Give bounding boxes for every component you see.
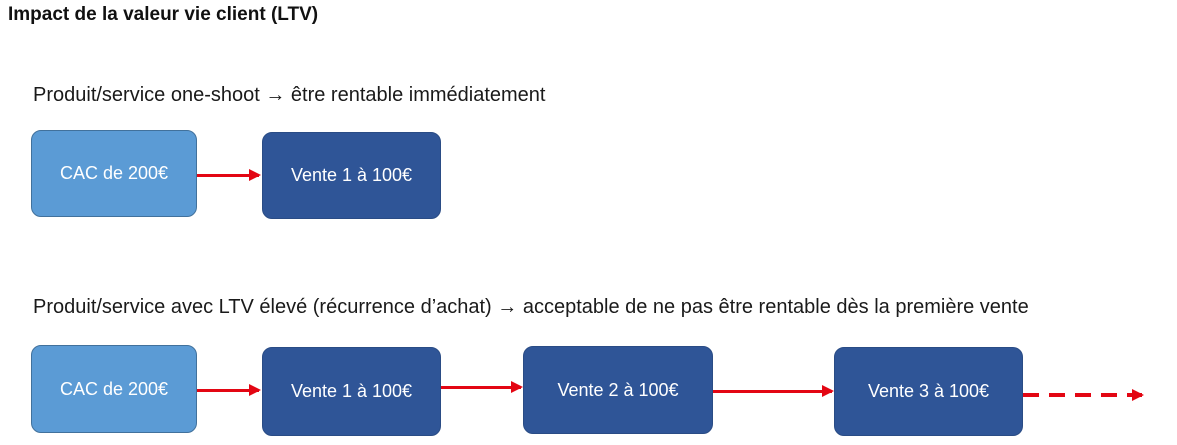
sale-1-box-ltv: Vente 1 à 100€ [262, 347, 441, 436]
dashed-arrow-continuation-icon [1023, 388, 1144, 401]
cac-box-one-shot: CAC de 200€ [31, 130, 197, 217]
arrow-right-icon [197, 384, 261, 396]
arrow-right-icon [197, 169, 261, 181]
arrow-right-icon [713, 385, 834, 397]
cac-box-ltv: CAC de 200€ [31, 345, 197, 433]
sale-label: Vente 1 à 100€ [290, 381, 413, 401]
sale-label: Vente 2 à 100€ [557, 379, 679, 400]
sale-label: Vente 1 à 100€ [290, 165, 413, 185]
one-shot-heading: Produit/service one-shoot → être rentabl… [33, 84, 546, 106]
sale-2-box-ltv: Vente 2 à 100€ [523, 346, 713, 434]
cac-label: CAC de 200€ [59, 378, 169, 399]
ltv-heading: Produit/service avec LTV élevé (récurren… [33, 296, 1029, 318]
arrow-right-icon [441, 381, 523, 393]
sale-label: Vente 3 à 100€ [867, 381, 990, 401]
sale-1-box-one-shot: Vente 1 à 100€ [262, 132, 441, 219]
cac-label: CAC de 200€ [59, 163, 169, 183]
diagram-title: Impact de la valeur vie client (LTV) [8, 4, 319, 25]
sale-3-box-ltv: Vente 3 à 100€ [834, 347, 1023, 436]
